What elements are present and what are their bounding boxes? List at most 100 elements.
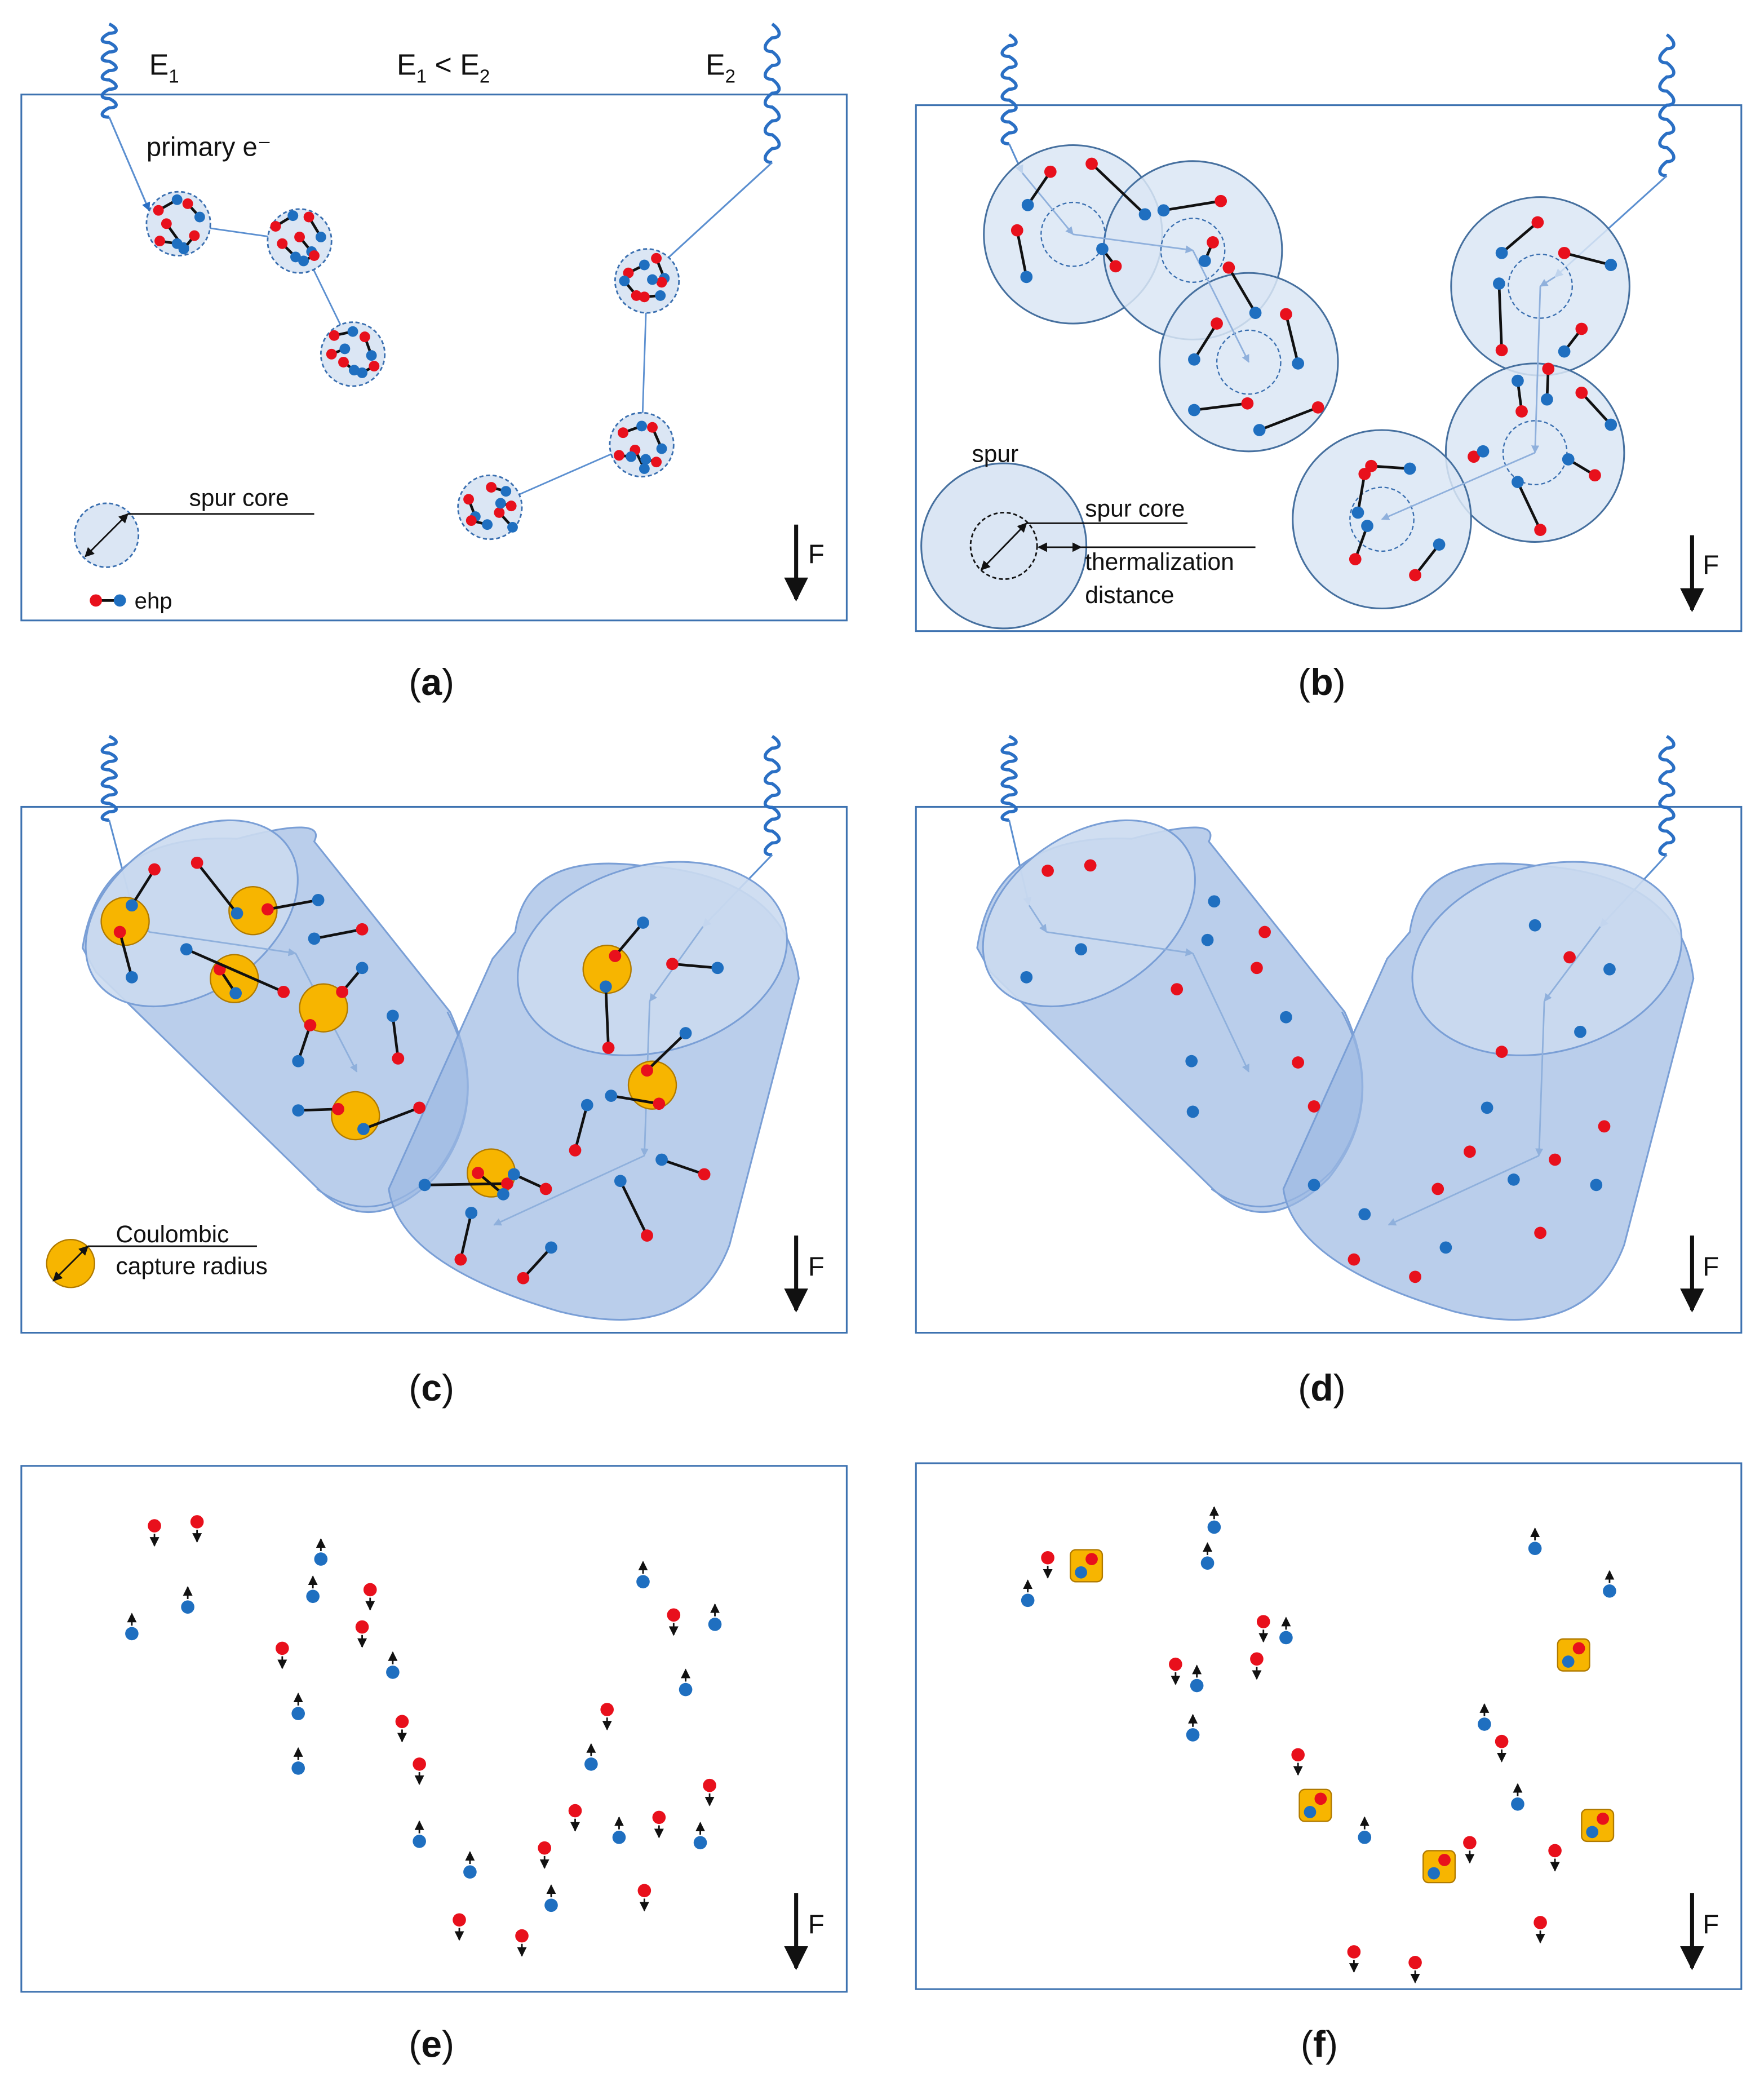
ehp-label: ehp: [135, 588, 172, 614]
ehp-bond: [661, 1158, 705, 1176]
ehp-bond: [604, 986, 610, 1048]
electron-dot-icon: [453, 1913, 466, 1927]
electron-dot-icon: [277, 238, 288, 249]
hole-dot-icon: [1190, 1679, 1204, 1693]
hole-dot-icon: [1308, 1179, 1320, 1192]
ehp-bond: [1580, 392, 1612, 426]
hole-dot-icon: [1403, 462, 1416, 475]
hole-dot-icon: [500, 486, 512, 497]
hole-dot-icon: [1361, 520, 1373, 532]
ehp-bond: [1016, 230, 1028, 277]
cylinder-3-top: [982, 819, 1196, 1008]
electron-dot-icon: [568, 1804, 582, 1818]
hole-dot-icon: [1208, 895, 1221, 908]
electron-dot-icon: [261, 903, 274, 916]
field-label-e: F: [808, 1910, 825, 1939]
electron-dot-icon: [1348, 1253, 1360, 1266]
ehp-bond: [118, 931, 134, 978]
secondary-track: [1388, 1155, 1540, 1226]
ehp-bond: [614, 922, 644, 957]
hole-dot-icon: [1021, 1593, 1035, 1607]
hole-dot-icon: [413, 1835, 426, 1848]
electron-dot-icon: [332, 1102, 344, 1115]
hole-dot-icon: [292, 1055, 305, 1068]
hole-dot-icon: [125, 1627, 139, 1641]
wave-photon-icon: [763, 23, 781, 165]
ehp-bond: [1497, 284, 1503, 351]
hole-dot-icon: [1186, 1728, 1200, 1742]
electron-dot-icon: [277, 985, 290, 998]
electron-dot-icon: [1495, 1734, 1509, 1748]
electron-dot-icon: [1041, 864, 1054, 877]
hole-dot-icon: [1495, 246, 1508, 259]
ehp-bond: [1516, 481, 1542, 531]
electron-dot-icon: [1280, 308, 1292, 321]
electron-dot-icon: [190, 1515, 204, 1529]
hole-dot-icon: [1605, 418, 1617, 431]
electron-dot-icon: [609, 950, 622, 962]
hole-dot-icon: [1201, 933, 1214, 946]
hole-dot-icon: [1478, 1717, 1491, 1731]
secondary-track: [1544, 926, 1601, 1002]
hole-dot-icon: [1541, 393, 1553, 406]
panel-b-caption: (b): [1298, 662, 1345, 703]
spur-label: spur: [972, 441, 1018, 468]
hole-dot-icon: [180, 943, 193, 956]
electron-dot-icon: [1085, 157, 1098, 170]
hole-dot-icon: [287, 210, 299, 222]
hole-dot-icon: [126, 899, 138, 912]
electron-dot-icon: [1041, 1551, 1054, 1565]
electron-dot-icon: [618, 427, 629, 439]
hole-dot-icon: [1433, 538, 1446, 551]
electron-dot-icon: [356, 923, 369, 936]
recombined-pair-icon: [1422, 1850, 1456, 1884]
diameter-arrow: [52, 1245, 89, 1282]
hole-dot-icon: [387, 1009, 399, 1022]
hole-dot-icon: [1590, 1179, 1603, 1192]
electron-dot-icon: [623, 267, 634, 278]
electron-dot-icon: [1515, 405, 1528, 418]
electron-dot-icon: [182, 198, 193, 209]
electron-dot-icon: [1563, 951, 1576, 964]
electron-dot-icon: [1558, 246, 1571, 259]
ehp-bond: [1414, 543, 1441, 576]
panel-d-caption: (d): [1298, 1367, 1345, 1409]
hole-dot-icon: [339, 343, 351, 355]
panel-f-frame: [915, 1462, 1743, 1990]
electron-dot-icon: [1311, 401, 1324, 414]
hole-dot-icon: [1605, 259, 1617, 271]
recombined-pair-icon: [1557, 1638, 1590, 1672]
hole-dot-icon: [626, 451, 637, 462]
panel-f-texts: F (f): [1301, 1910, 1719, 2066]
panel-e-caption: (e): [409, 2024, 454, 2066]
hole-dot-icon: [1200, 1556, 1215, 1570]
electron-dot-icon: [413, 1101, 426, 1114]
hole-dot-icon: [418, 1179, 431, 1192]
electron-dot-icon: [154, 236, 165, 247]
hole-dot-icon: [1188, 353, 1200, 366]
electron-dot-icon: [653, 1097, 666, 1110]
electron-dot-icon: [494, 507, 505, 518]
ehp-bond: [196, 862, 238, 914]
electron-dot-icon: [1085, 1553, 1098, 1565]
hole-dot-icon: [1477, 445, 1490, 458]
hole-dot-icon: [312, 893, 325, 906]
electron-dot-icon: [113, 925, 126, 938]
hole-dot-icon: [1511, 1797, 1524, 1811]
electron-dot-icon: [148, 863, 161, 876]
electron-dot-icon: [1347, 1945, 1361, 1959]
panel-c-texts: Coulombic capture radius F (c): [116, 1221, 825, 1409]
secondary-track: [1046, 931, 1194, 956]
hole-dot-icon: [292, 1104, 305, 1117]
electron-dot-icon: [1291, 1748, 1305, 1762]
hole-dot-icon: [640, 454, 651, 465]
hole-dot-icon: [1562, 1655, 1575, 1668]
wave-photon-icon: [1658, 33, 1676, 178]
secondary-track: [149, 931, 296, 956]
electron-dot-icon: [1597, 1812, 1609, 1825]
secondary-track: [1531, 286, 1541, 454]
hole-dot-icon: [1253, 424, 1266, 436]
hole-dot-icon: [1512, 476, 1524, 488]
electron-dot-icon: [294, 232, 305, 242]
electron-dot-icon: [338, 357, 349, 367]
